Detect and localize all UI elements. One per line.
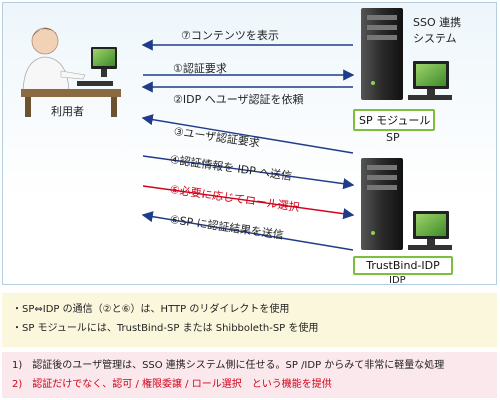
step-7-label: ⑦コンテンツを表示	[181, 29, 279, 42]
step-2-label: ②IDP へユーザ認証を依頼	[173, 93, 304, 106]
general-notes-panel: ・SP⇔IDP の通信（②と⑥）は、HTTP のリダイレクトを使用 ・SP モジ…	[2, 293, 497, 347]
numbered-note: 1) 認証後のユーザ管理は、SSO 連携システム側に任せる。SP /IDP から…	[12, 360, 445, 371]
general-note: ・SP⇔IDP の通信（②と⑥）は、HTTP のリダイレクトを使用	[12, 304, 290, 315]
user-caption: 利用者	[51, 105, 84, 118]
arrow-step-3	[141, 114, 354, 154]
general-note: ・SP モジュールには、TrustBind-SP または Shibboleth-…	[12, 323, 319, 334]
idp-server-illustration	[361, 158, 452, 250]
sp-caption: SP	[386, 131, 400, 144]
user-illustration	[21, 27, 121, 117]
numbered-note: 2) 認証だけでなく、認可 / 権限委譲 / ロール選択 という機能を提供	[12, 379, 332, 390]
sso-system-caption-line1: SSO 連携	[413, 16, 462, 29]
sso-flow-diagram: ⑦コンテンツを表示 ①認証要求 ②IDP へユーザ認証を依頼 ③ユーザ認証要求 …	[2, 2, 497, 286]
sso-system-caption-line2: システム	[413, 32, 457, 45]
diagram-canvas	[21, 8, 452, 251]
arrow-step-4	[142, 155, 355, 190]
step-1-label: ①認証要求	[173, 62, 227, 75]
numbered-notes-panel: 1) 認証後のユーザ管理は、SSO 連携システム側に任せる。SP /IDP から…	[2, 352, 497, 398]
idp-caption: IDP	[389, 275, 406, 286]
arrow-step-5	[142, 185, 355, 220]
sp-module-badge: SP モジュール	[353, 109, 435, 131]
idp-module-badge: TrustBind-IDP	[353, 256, 453, 275]
sso-server-illustration	[361, 8, 452, 100]
arrow-step-6	[141, 211, 354, 251]
